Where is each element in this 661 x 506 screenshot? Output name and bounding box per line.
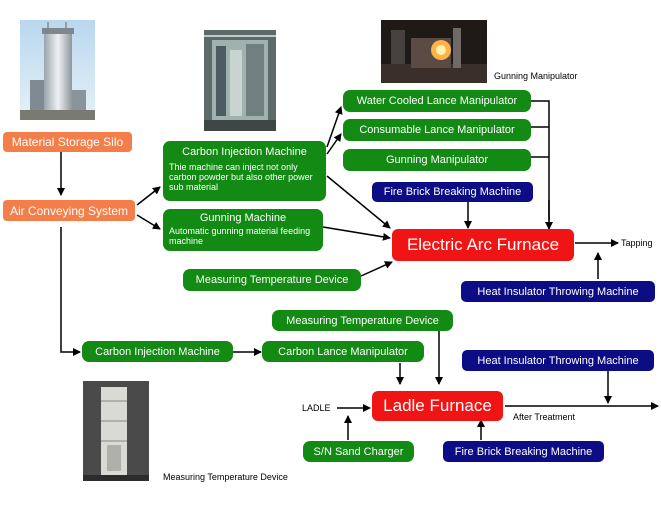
- carbon-injection-machine-bottom-box: Carbon Injection Machine: [82, 341, 233, 362]
- arrow-conveying-to-gunning: [136, 214, 161, 230]
- water-cooled-lance-manipulator-box: Water Cooled Lance Manipulator: [343, 90, 531, 112]
- heat-insulator-throwing-machine-box-1: Heat Insulator Throwing Machine: [461, 281, 655, 302]
- carbon-lance-manipulator-box: Carbon Lance Manipulator: [262, 341, 424, 362]
- material-storage-silo-box: Material Storage Silo: [3, 132, 132, 152]
- carbon-injection-machine-box: Carbon Injection Machine Thie machine ca…: [163, 141, 326, 201]
- line-water-cooled-to-right: [531, 100, 550, 220]
- silo-photo: [20, 20, 95, 120]
- injection-machine-photo: [204, 30, 276, 131]
- measuring-temperature-device-box-2: Measuring Temperature Device: [272, 310, 453, 331]
- ladle-label: LADLE: [302, 403, 331, 413]
- carbon-injection-machine-desc: Thie machine can inject not only carbon …: [169, 162, 313, 192]
- gunning-manipulator-box: Gunning Manipulator: [343, 149, 531, 171]
- measuring-temperature-device-caption: Measuring Temperature Device: [163, 472, 288, 482]
- gunning-machine-title: Gunning Machine: [199, 212, 287, 224]
- measuring-temperature-device-box-1: Measuring Temperature Device: [183, 269, 361, 291]
- arrow-injection-to-eaf: [326, 175, 391, 229]
- fire-brick-breaking-machine-box-1: Fire Brick Breaking Machine: [372, 182, 533, 202]
- arrow-measuring-to-eaf: [360, 261, 393, 277]
- air-conveying-system-box: Air Conveying System: [3, 200, 135, 221]
- gunning-machine-desc: Automatic gunning material feeding machi…: [169, 226, 311, 246]
- carbon-injection-machine-title: Carbon Injection Machine: [182, 146, 307, 158]
- arrow-conveying-to-injection: [136, 186, 161, 206]
- arrow-injection-to-consumable-lance: [326, 133, 342, 155]
- arrow-conveying-to-carbon-injection-bottom: [60, 227, 81, 356]
- tapping-label: Tapping: [621, 238, 653, 248]
- electric-arc-furnace-box: Electric Arc Furnace: [392, 229, 574, 261]
- heat-insulator-throwing-machine-box-2: Heat Insulator Throwing Machine: [462, 350, 654, 371]
- arrow-gunning-to-eaf: [322, 226, 391, 241]
- consumable-lance-manipulator-box: Consumable Lance Manipulator: [343, 119, 531, 141]
- after-treatment-label: After Treatment: [513, 412, 576, 422]
- ladle-furnace-box: Ladle Furnace: [372, 391, 503, 421]
- gunning-manipulator-caption: Gunning Manipulator: [494, 71, 578, 81]
- fire-brick-breaking-machine-box-2: Fire Brick Breaking Machine: [443, 441, 604, 462]
- gunning-machine-box: Gunning Machine Automatic gunning materi…: [163, 209, 323, 251]
- temperature-tower-photo: [83, 381, 149, 481]
- arrow-injection-to-water-cooled-lance: [326, 106, 343, 148]
- sn-sand-charger-box: S/N Sand Charger: [303, 441, 414, 462]
- furnace-photo: [381, 20, 487, 83]
